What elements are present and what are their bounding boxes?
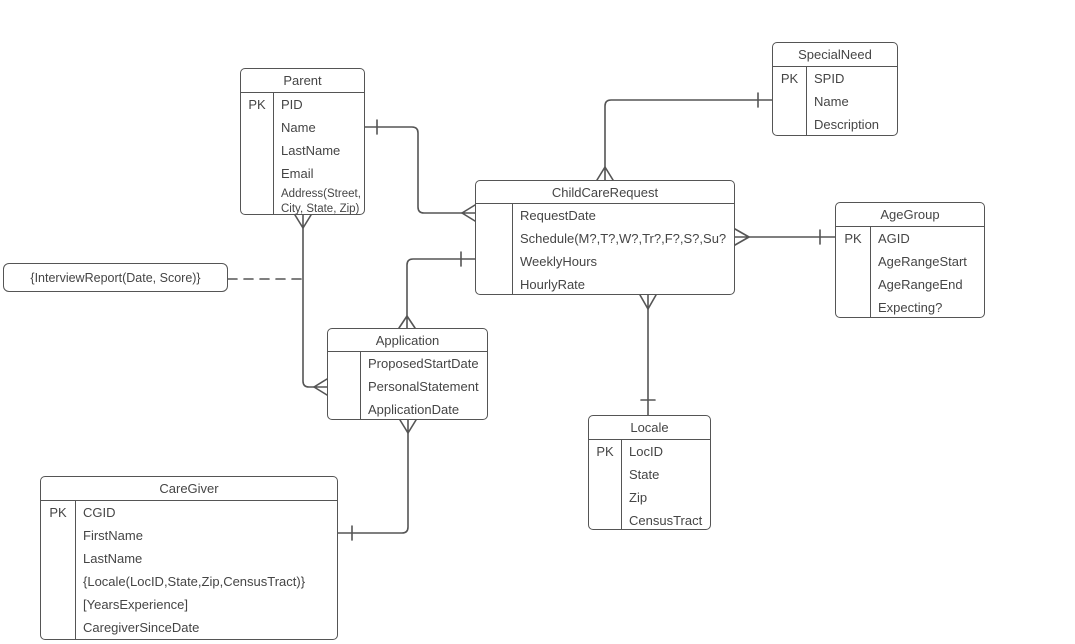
attribute-list: SPID Name Description bbox=[807, 67, 897, 135]
attribute-row: AgeRangeEnd bbox=[878, 277, 963, 292]
attribute-row: Email bbox=[281, 166, 314, 181]
entity-body: ProposedStartDate PersonalStatement Appl… bbox=[328, 352, 487, 419]
attribute-row: Name bbox=[281, 120, 316, 135]
connector-parent-childcarerequest[interactable] bbox=[364, 119, 476, 222]
connector-childcarerequest-locale[interactable] bbox=[639, 294, 657, 416]
connector-line bbox=[604, 99, 774, 168]
entity-body: PK LocID State Zip CensusTract bbox=[589, 440, 710, 529]
entity-title: Application bbox=[328, 329, 487, 352]
entity-parent[interactable]: Parent PK PID Name LastName Email Addres… bbox=[240, 68, 365, 215]
attribute-row: LastName bbox=[281, 143, 341, 158]
connector-line bbox=[364, 126, 463, 214]
attribute-row: ProposedStartDate bbox=[368, 356, 479, 371]
attribute-row: HourlyRate bbox=[520, 277, 586, 292]
pk-label bbox=[476, 204, 513, 294]
entity-childcarerequest[interactable]: ChildCareRequest RequestDate Schedule(M?… bbox=[475, 180, 735, 295]
entity-body: PK PID Name LastName Email Address(Stree… bbox=[241, 93, 364, 214]
entity-caregiver[interactable]: CareGiver PK CGID FirstName LastName {Lo… bbox=[40, 476, 338, 640]
attribute-row: State bbox=[629, 467, 660, 482]
attribute-row: AGID bbox=[878, 231, 910, 246]
attribute-list: ProposedStartDate PersonalStatement Appl… bbox=[361, 352, 487, 419]
entity-title: SpecialNeed bbox=[773, 43, 897, 67]
many-crowsfoot-icon bbox=[398, 315, 416, 329]
attribute-row: ApplicationDate bbox=[368, 402, 460, 417]
connector-specialneed-childcarerequest[interactable] bbox=[596, 92, 774, 181]
attribute-list: AGID AgeRangeStart AgeRangeEnd Expecting… bbox=[871, 227, 984, 317]
connector-line bbox=[302, 227, 315, 388]
attribute-list: CGID FirstName LastName {Locale(LocID,St… bbox=[76, 501, 337, 639]
connector-application-childcarerequest[interactable] bbox=[398, 251, 476, 329]
attribute-row: LocID bbox=[629, 444, 663, 459]
attribute-row: AgeRangeStart bbox=[878, 254, 967, 269]
entity-agegroup[interactable]: AgeGroup PK AGID AgeRangeStart AgeRangeE… bbox=[835, 202, 985, 318]
note-interviewreport[interactable]: {InterviewReport(Date, Score)} bbox=[3, 263, 228, 292]
pk-label bbox=[328, 352, 361, 419]
connector-parent-application[interactable] bbox=[294, 214, 328, 396]
pk-label: PK bbox=[836, 227, 871, 317]
attribute-list: PID Name LastName Email Address(Street, … bbox=[274, 93, 364, 214]
connector-line bbox=[406, 258, 476, 317]
attribute-row: Schedule(M?,T?,W?,Tr?,F?,S?,Su? bbox=[520, 231, 727, 246]
connector-childcarerequest-agegroup[interactable] bbox=[734, 228, 836, 246]
entity-body: RequestDate Schedule(M?,T?,W?,Tr?,F?,S?,… bbox=[476, 204, 734, 294]
attribute-row: {Locale(LocID,State,Zip,CensusTract)} bbox=[83, 574, 306, 589]
pk-label: PK bbox=[41, 501, 76, 639]
attribute-row: CensusTract bbox=[629, 513, 703, 528]
attribute-row: PersonalStatement bbox=[368, 379, 479, 394]
many-crowsfoot-icon bbox=[734, 228, 750, 246]
entity-title: CareGiver bbox=[41, 477, 337, 501]
attribute-row: PID bbox=[281, 97, 303, 112]
entity-title: AgeGroup bbox=[836, 203, 984, 227]
entity-locale[interactable]: Locale PK LocID State Zip CensusTract bbox=[588, 415, 711, 530]
attribute-list: RequestDate Schedule(M?,T?,W?,Tr?,F?,S?,… bbox=[513, 204, 734, 294]
attribute-list: LocID State Zip CensusTract bbox=[622, 440, 710, 529]
entity-title: Parent bbox=[241, 69, 364, 93]
many-crowsfoot-icon bbox=[294, 214, 312, 229]
pk-label: PK bbox=[773, 67, 807, 135]
attribute-row: Description bbox=[814, 117, 880, 132]
pk-label: PK bbox=[241, 93, 274, 214]
attribute-row: FirstName bbox=[83, 528, 143, 543]
connector-line bbox=[337, 432, 409, 534]
many-crowsfoot-icon bbox=[399, 419, 417, 434]
entity-body: PK SPID Name Description bbox=[773, 67, 897, 135]
attribute-row: [YearsExperience] bbox=[83, 597, 189, 612]
attribute-row: LastName bbox=[83, 551, 143, 566]
note-text: {InterviewReport(Date, Score)} bbox=[30, 270, 201, 285]
attribute-row: RequestDate bbox=[520, 208, 596, 223]
attribute-row: Zip bbox=[629, 490, 648, 505]
entity-body: PK CGID FirstName LastName {Locale(LocID… bbox=[41, 501, 337, 639]
attribute-row: CGID bbox=[83, 505, 116, 520]
connector-caregiver-application[interactable] bbox=[337, 419, 417, 541]
many-crowsfoot-icon bbox=[596, 166, 614, 181]
entity-title: ChildCareRequest bbox=[476, 181, 734, 204]
attribute-row: WeeklyHours bbox=[520, 254, 598, 269]
attribute-row: Expecting? bbox=[878, 300, 943, 315]
many-crowsfoot-icon bbox=[639, 294, 657, 310]
entity-body: PK AGID AgeRangeStart AgeRangeEnd Expect… bbox=[836, 227, 984, 317]
many-crowsfoot-icon bbox=[313, 378, 328, 396]
entity-specialneed[interactable]: SpecialNeed PK SPID Name Description bbox=[772, 42, 898, 136]
pk-label: PK bbox=[589, 440, 622, 529]
attribute-row: CaregiverSinceDate bbox=[83, 620, 200, 635]
attribute-row: Name bbox=[814, 94, 849, 109]
entity-title: Locale bbox=[589, 416, 710, 440]
many-crowsfoot-icon bbox=[461, 204, 476, 222]
attribute-row: Address(Street, City, State, Zip) bbox=[281, 188, 361, 214]
entity-application[interactable]: Application ProposedStartDate PersonalSt… bbox=[327, 328, 488, 420]
attribute-row: SPID bbox=[814, 71, 845, 86]
